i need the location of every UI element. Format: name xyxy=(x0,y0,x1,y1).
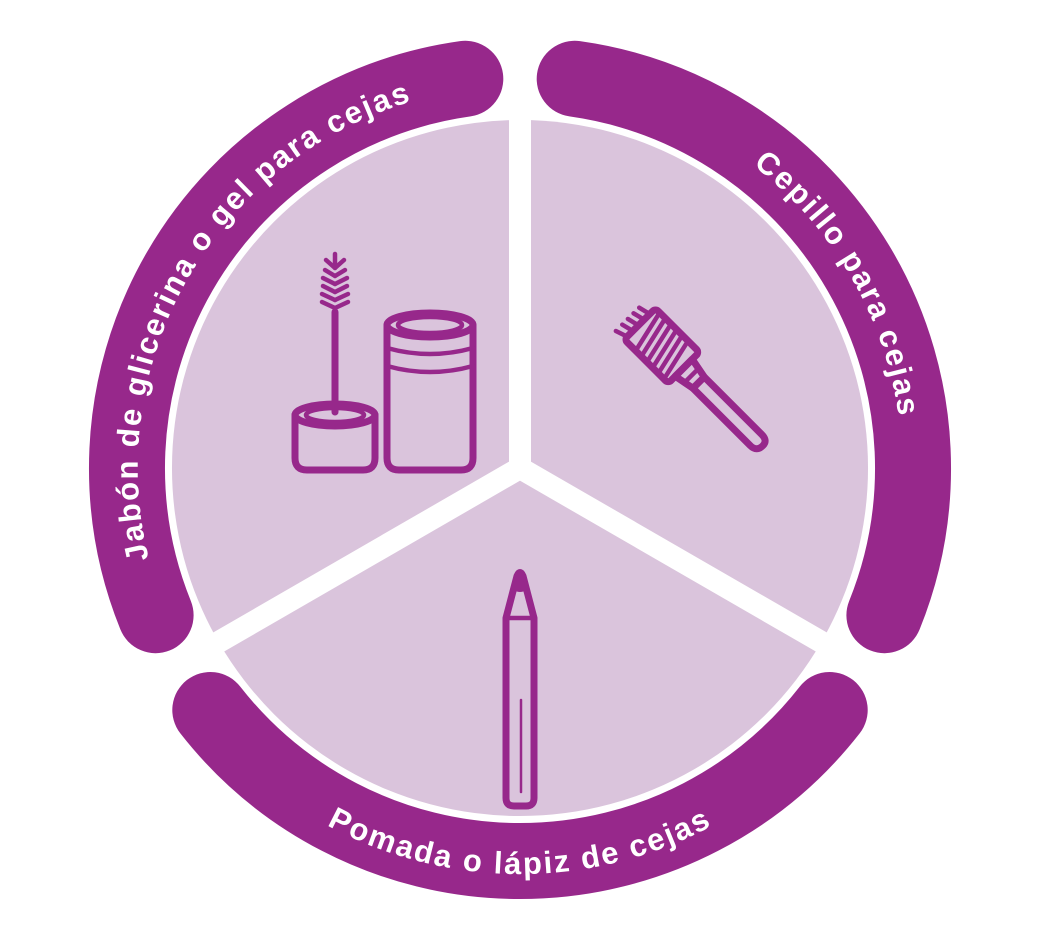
brow-gel-jar-icon xyxy=(291,251,477,474)
divider-bottom-right xyxy=(514,458,836,657)
divider-bottom-left xyxy=(204,458,526,657)
segment-pencil-arc xyxy=(172,672,868,900)
inner-wedges xyxy=(171,110,869,817)
brow-brush-icon xyxy=(613,305,769,453)
brush-bristle-tips xyxy=(613,305,653,339)
spoolie-bristles xyxy=(319,251,351,311)
segment-gel-arc xyxy=(89,40,504,654)
wedge-dividers xyxy=(204,110,836,657)
brow-pencil-icon xyxy=(502,569,538,810)
brush-bristle-stripes xyxy=(633,310,691,382)
outer-ring xyxy=(89,40,951,900)
segment-brush-arc xyxy=(536,40,951,654)
pencil-lead-tip xyxy=(513,570,527,592)
